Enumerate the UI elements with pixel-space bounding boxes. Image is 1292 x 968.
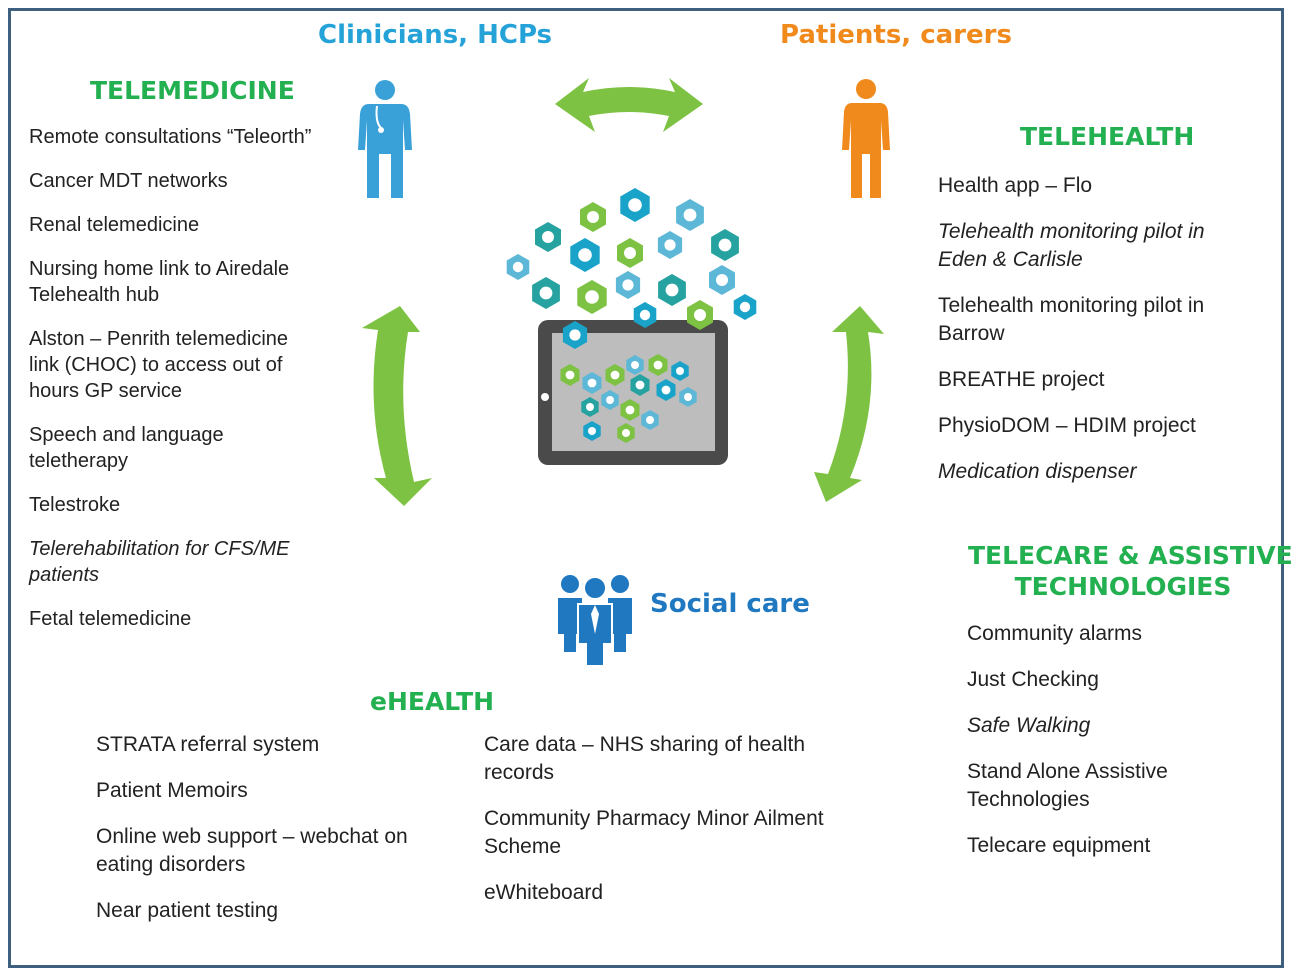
- app-hexagon-glyph: [639, 309, 651, 321]
- app-hexagon-glyph: [565, 370, 575, 380]
- patient-icon: [842, 79, 890, 198]
- app-hexagon-glyph: [628, 198, 642, 212]
- doctor-icon: [358, 80, 412, 198]
- telehealth-item: Telehealth monitoring pilot in Barrow: [938, 294, 1205, 345]
- ehealth-item: Patient Memoirs: [96, 779, 248, 802]
- app-hexagon-glyph: [622, 429, 630, 437]
- ehealth-item: STRATA referral system: [96, 733, 320, 756]
- app-hexagon-glyph: [586, 403, 594, 411]
- ehealth-item: Online web support – webchat on eating d…: [96, 825, 408, 876]
- app-hexagon-glyph: [646, 416, 654, 424]
- ehealth-col1: STRATA referral system Patient Memoirs O…: [96, 731, 451, 925]
- app-hexagon-glyph: [587, 211, 599, 223]
- app-hexagon-glyph: [718, 238, 732, 252]
- telemedicine-list: Remote consultations “Teleorth” Cancer M…: [29, 124, 339, 632]
- tablet-health-apps-icon: [506, 188, 757, 465]
- app-hexagon-glyph: [610, 370, 620, 380]
- telehealth-title: TELEHEALTH: [1020, 122, 1195, 151]
- app-hexagon-glyph: [625, 405, 635, 415]
- telemedicine-item: Telerehabilitation for CFS/ME patients: [29, 538, 290, 586]
- app-hexagon-glyph: [631, 361, 639, 369]
- telehealth-list: Health app – Flo Telehealth monitoring p…: [938, 172, 1248, 486]
- app-hexagon-glyph: [665, 283, 679, 297]
- app-hexagon-glyph: [542, 231, 554, 243]
- telemedicine-item: Alston – Penrith telemedicine link (CHOC…: [29, 328, 289, 402]
- app-hexagon-glyph: [661, 385, 671, 395]
- app-hexagon-glyph: [539, 286, 553, 300]
- telemedicine-item: Speech and language teletherapy: [29, 424, 224, 472]
- telemedicine-item: Renal telemedicine: [29, 214, 200, 236]
- app-hexagon-glyph: [653, 360, 663, 370]
- ehealth-item: Care data – NHS sharing of health record…: [484, 733, 806, 784]
- telemedicine-item: Remote consultations “Teleorth”: [29, 126, 312, 148]
- app-hexagon-glyph: [578, 248, 592, 262]
- app-hexagon-glyph: [624, 247, 636, 259]
- telehealth-item: Medication dispenser: [938, 460, 1137, 483]
- social-care-group-icon: [558, 575, 632, 667]
- app-hexagon-glyph: [683, 208, 697, 222]
- telecare-item: Telecare equipment: [967, 834, 1151, 857]
- telemedicine-item: Telestroke: [29, 494, 121, 516]
- telecare-item: Community alarms: [967, 622, 1143, 645]
- app-hexagon-glyph: [512, 261, 524, 273]
- app-hexagon-glyph: [606, 396, 614, 404]
- ehealth-item: eWhiteboard: [484, 881, 604, 904]
- telecare-title-line2: TECHNOLOGIES: [1014, 572, 1232, 601]
- telecare-title: TELECARE & ASSISTIVE TECHNOLOGIES: [968, 541, 1292, 601]
- telecare-item: Stand Alone Assistive Technologies: [967, 760, 1168, 811]
- telehealth-item: Health app – Flo: [938, 174, 1093, 197]
- ehealth-title: eHEALTH: [370, 687, 495, 716]
- telemedicine-item: Fetal telemedicine: [29, 608, 192, 630]
- telemedicine-title: TELEMEDICINE: [90, 76, 295, 105]
- app-hexagon-glyph: [635, 380, 645, 390]
- telecare-list: Community alarms Just Checking Safe Walk…: [967, 620, 1227, 860]
- left-curved-arrow: [362, 306, 432, 506]
- telemedicine-item: Nursing home link to Airedale Telehealth…: [29, 258, 290, 306]
- app-hexagon-glyph: [588, 427, 596, 435]
- app-hexagon-glyph: [676, 367, 684, 375]
- app-hexagon-glyph: [622, 279, 634, 291]
- app-hexagon-glyph: [585, 290, 599, 304]
- ehealth-item: Community Pharmacy Minor Ailment Scheme: [484, 807, 824, 858]
- app-hexagon-glyph: [664, 239, 676, 251]
- telehealth-item: PhysioDOM – HDIM project: [938, 414, 1196, 437]
- app-hexagon-glyph: [569, 329, 581, 341]
- app-hexagon-glyph: [716, 274, 728, 286]
- app-hexagon-glyph: [739, 301, 751, 313]
- patients-heading: Patients, carers: [780, 20, 1012, 50]
- social-care-heading: Social care: [650, 589, 810, 619]
- telemedicine-item: Cancer MDT networks: [29, 170, 228, 192]
- telehealth-item: Telehealth monitoring pilot in Eden & Ca…: [938, 220, 1205, 271]
- telecare-item: Just Checking: [967, 668, 1099, 691]
- telehealth-item: BREATHE project: [938, 368, 1105, 391]
- app-hexagon-glyph: [694, 309, 706, 321]
- telecare-item: Safe Walking: [967, 714, 1091, 737]
- ehealth-item: Near patient testing: [96, 899, 279, 922]
- top-double-arrow: [555, 78, 703, 132]
- telecare-title-line1: TELECARE & ASSISTIVE: [968, 541, 1292, 570]
- app-hexagon-glyph: [587, 378, 597, 388]
- clinicians-heading: Clinicians, HCPs: [318, 20, 553, 50]
- ehealth-col2: Care data – NHS sharing of health record…: [484, 731, 869, 907]
- right-curved-arrow: [814, 306, 884, 502]
- app-hexagon-glyph: [684, 393, 692, 401]
